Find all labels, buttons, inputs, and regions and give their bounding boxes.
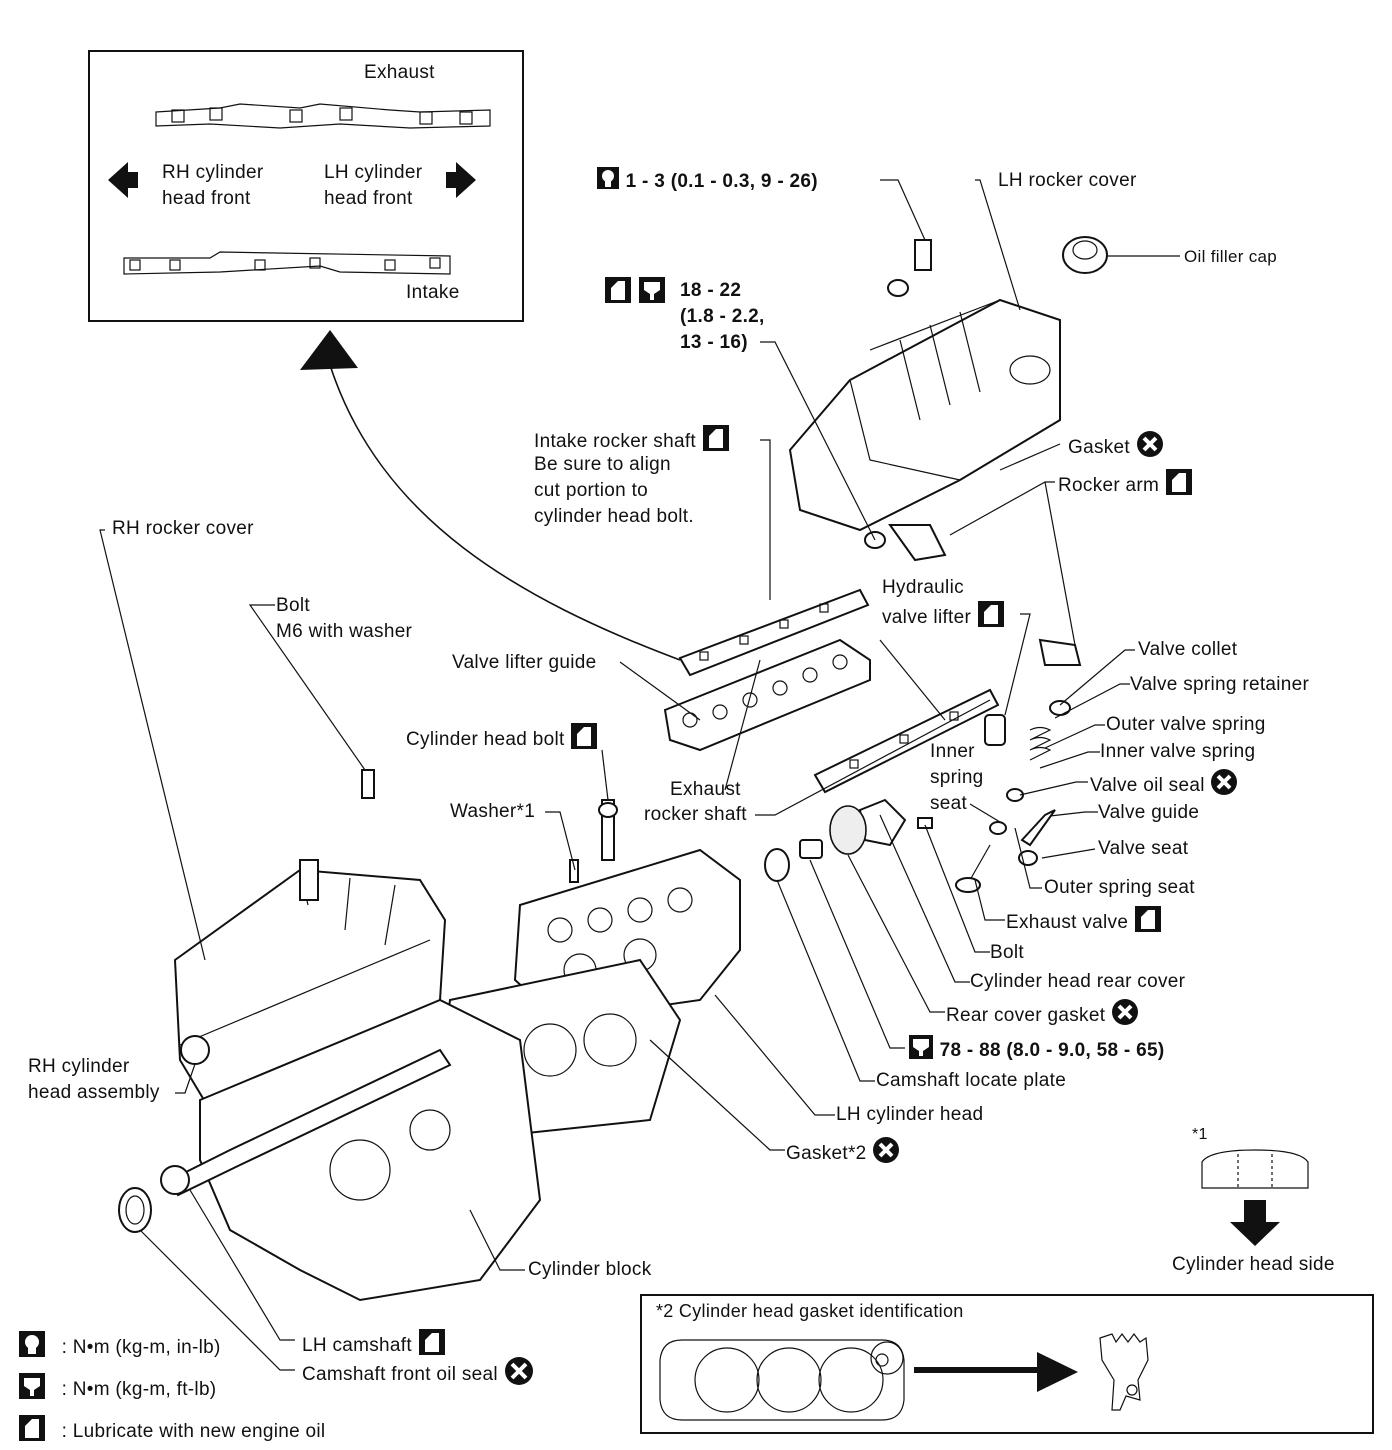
rear-cover-gasket-label: Rear cover gasket [946, 998, 1139, 1034]
cover-bolt-drawing [864, 239, 932, 549]
intake-rocker-label-1: Intake rocker shaft [534, 424, 730, 460]
valve-spring-retainer-label: Valve spring retainer [1130, 674, 1310, 695]
exhaust-gasket-outline [155, 103, 491, 129]
cylinder-head-bolt-label: Cylinder head bolt [406, 722, 598, 758]
inset-rh-front-label-2: head front [162, 188, 251, 209]
lh-rocker-cover-label: LH rocker cover [998, 170, 1137, 191]
camshaft-front-oil-seal-label: Camshaft front oil seal [302, 1356, 534, 1394]
oil-can-icon [418, 1328, 446, 1364]
intake-rocker-label-4: cylinder head bolt. [534, 506, 694, 527]
lh-camshaft-label: LH camshaft [302, 1328, 446, 1364]
torque-spec-2-line-2: (1.8 - 2.2, [680, 306, 765, 327]
oil-can-icon [1134, 905, 1162, 941]
arrow-down-icon [1230, 1200, 1280, 1246]
intake-rocker-label-3: cut portion to [534, 480, 649, 501]
oil-can-icon [18, 1414, 46, 1450]
exhaust-valve-label: Exhaust valve [1006, 905, 1162, 941]
cylinder-block-label: Cylinder block [528, 1259, 652, 1280]
inner-spring-seat-label-1: Inner [930, 741, 975, 762]
intake-rocker-shaft-drawing [678, 524, 947, 677]
hydraulic-lifter-label-2: valve lifter [882, 600, 1005, 636]
exhaust-rocker-label-2: rocker shaft [644, 804, 747, 825]
inner-spring-seat-label-2: spring [930, 767, 984, 788]
torque-in-lb-icon [596, 166, 620, 198]
note1-caption: Cylinder head side [1172, 1254, 1335, 1275]
gasket-label: Gasket [1068, 430, 1164, 466]
torque-spec-1: 1 - 3 (0.1 - 0.3, 9 - 26) [596, 166, 818, 198]
torque-spec-3: 78 - 88 (8.0 - 9.0, 58 - 65) [908, 1034, 1165, 1068]
rear-parts-drawing [764, 798, 933, 882]
curved-arrow [329, 364, 681, 661]
gasket-2-label: Gasket*2 [786, 1136, 900, 1172]
valve-collet-label: Valve collet [1138, 639, 1238, 660]
torque-spec-2-line-1: 18 - 22 [680, 280, 742, 301]
valve-train-drawing [955, 700, 1071, 893]
oil-can-icon [977, 600, 1005, 636]
note1-mark: *1 [1192, 1126, 1208, 1143]
bolt-label-1: Bolt [276, 595, 310, 616]
replace-part-icon [504, 1356, 534, 1394]
valve-lifter-guide-drawing [663, 638, 871, 752]
replace-part-icon [1136, 430, 1164, 466]
gasket-identification-box: *2 Cylinder head gasket identification [640, 1294, 1374, 1434]
valve-guide-label: Valve guide [1098, 802, 1200, 823]
replace-part-icon [1210, 768, 1238, 804]
valve-oil-seal-label: Valve oil seal [1090, 768, 1238, 804]
lh-rocker-cover-drawing [788, 236, 1108, 532]
exhaust-rocker-shaft-drawing [813, 638, 1082, 794]
intake-rocker-label-2: Be sure to align [534, 454, 671, 475]
bolt-label: Bolt [990, 942, 1024, 963]
torque-ft-lb-icon [18, 1372, 46, 1408]
oil-filler-cap-label: Oil filler cap [1184, 247, 1278, 266]
inset-lh-front-label-1: LH cylinder [324, 162, 423, 183]
gasket-identification-title: *2 Cylinder head gasket identification [656, 1301, 964, 1321]
torque-spec-2-icons [604, 276, 666, 312]
rocker-arm-label: Rocker arm [1058, 468, 1193, 504]
inner-valve-spring-label: Inner valve spring [1100, 741, 1256, 762]
torque-ft-lb-icon [908, 1034, 934, 1068]
legend-item-torque-in-lb: : N•m (kg-m, in-lb) [18, 1330, 221, 1366]
washer-label: Washer*1 [450, 801, 536, 822]
inset-box: Exhaust RH cylinder head front LH cylind… [88, 50, 524, 322]
oil-can-icon [570, 722, 598, 758]
leader-lines [99, 179, 1180, 1371]
arrow-right-icon [446, 162, 476, 198]
replace-part-icon [872, 1136, 900, 1172]
outer-valve-spring-label: Outer valve spring [1106, 714, 1266, 735]
lh-cylinder-head-label: LH cylinder head [836, 1104, 984, 1125]
exhaust-rocker-label-1: Exhaust [670, 779, 741, 800]
rh-cylinder-head-assembly-label-2: head assembly [28, 1082, 160, 1103]
oil-can-icon [604, 276, 632, 312]
bolt-label-2: M6 with washer [276, 621, 413, 642]
washer-profile-drawing [1201, 1149, 1309, 1246]
gasket-identification-drawing [659, 1333, 1149, 1421]
rh-cylinder-head-assembly-label-1: RH cylinder [28, 1056, 130, 1077]
inner-spring-seat-label-3: seat [930, 793, 968, 814]
legend-item-torque-ft-lb: : N•m (kg-m, ft-lb) [18, 1372, 216, 1408]
torque-in-lb-icon [18, 1330, 46, 1366]
curved-arrow-head [300, 330, 358, 370]
valve-seat-label: Valve seat [1098, 838, 1189, 859]
torque-ft-lb-icon [638, 276, 666, 312]
inset-lh-front-label-2: head front [324, 188, 413, 209]
torque-spec-2-line-3: 13 - 16) [680, 332, 748, 353]
arrow-left-icon [108, 162, 138, 198]
oil-can-icon [1165, 468, 1193, 504]
rh-head-and-block-drawing [118, 859, 542, 1302]
inset-exhaust-label: Exhaust [364, 62, 435, 83]
valve-lifter-guide-label: Valve lifter guide [452, 652, 597, 673]
inset-rh-front-label-1: RH cylinder [162, 162, 264, 183]
camshaft-locate-plate-label: Camshaft locate plate [876, 1070, 1067, 1091]
cylinder-head-rear-cover-label: Cylinder head rear cover [970, 971, 1186, 992]
inset-artwork [108, 103, 491, 275]
outer-spring-seat-label: Outer spring seat [1044, 877, 1195, 898]
hydraulic-lifter-label-1: Hydraulic [882, 577, 964, 598]
replace-part-icon [1111, 998, 1139, 1034]
intake-gasket-outline [123, 251, 451, 275]
oil-can-icon [702, 424, 730, 460]
inset-intake-label: Intake [406, 282, 460, 303]
legend-item-lubricate: : Lubricate with new engine oil [18, 1414, 325, 1450]
rh-rocker-cover-label: RH rocker cover [112, 518, 254, 539]
